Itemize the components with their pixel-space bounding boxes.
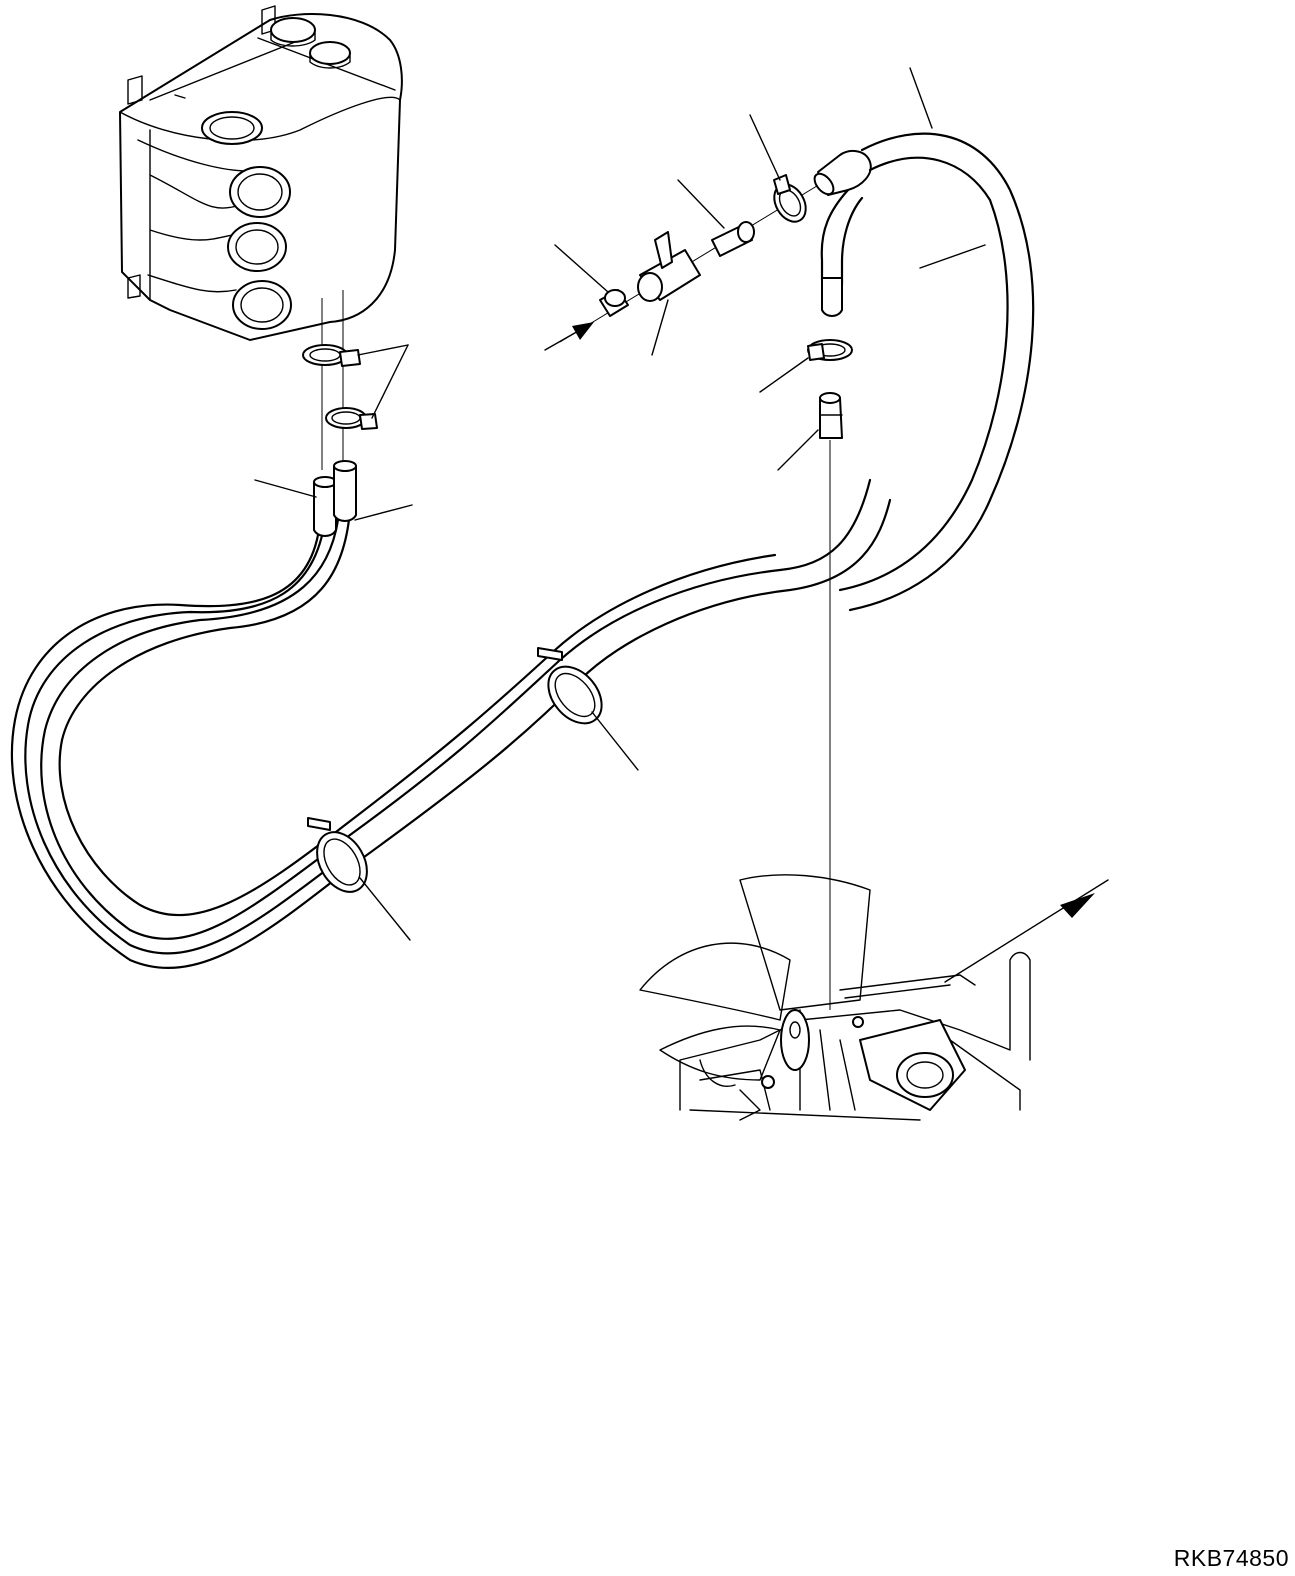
band-clamp-lower xyxy=(307,817,411,941)
engine-assembly xyxy=(639,874,1109,1121)
band-clamp-upper xyxy=(537,647,639,771)
hose-clamp-pair xyxy=(302,344,409,430)
cock-valve xyxy=(637,231,701,356)
nipple-connector xyxy=(544,244,629,351)
heater-unit xyxy=(119,5,403,341)
heater-hose-supply xyxy=(24,508,777,955)
adapter-fitting xyxy=(677,179,755,257)
hose-ends xyxy=(313,460,357,537)
hose-clamp-lower xyxy=(759,339,853,393)
elbow-fitting xyxy=(777,392,843,471)
hose-long xyxy=(813,67,1035,612)
heater-hose-return xyxy=(10,478,892,970)
figure-code: RKB74850 xyxy=(1173,1545,1289,1571)
hose-clamp-upper xyxy=(749,114,807,223)
